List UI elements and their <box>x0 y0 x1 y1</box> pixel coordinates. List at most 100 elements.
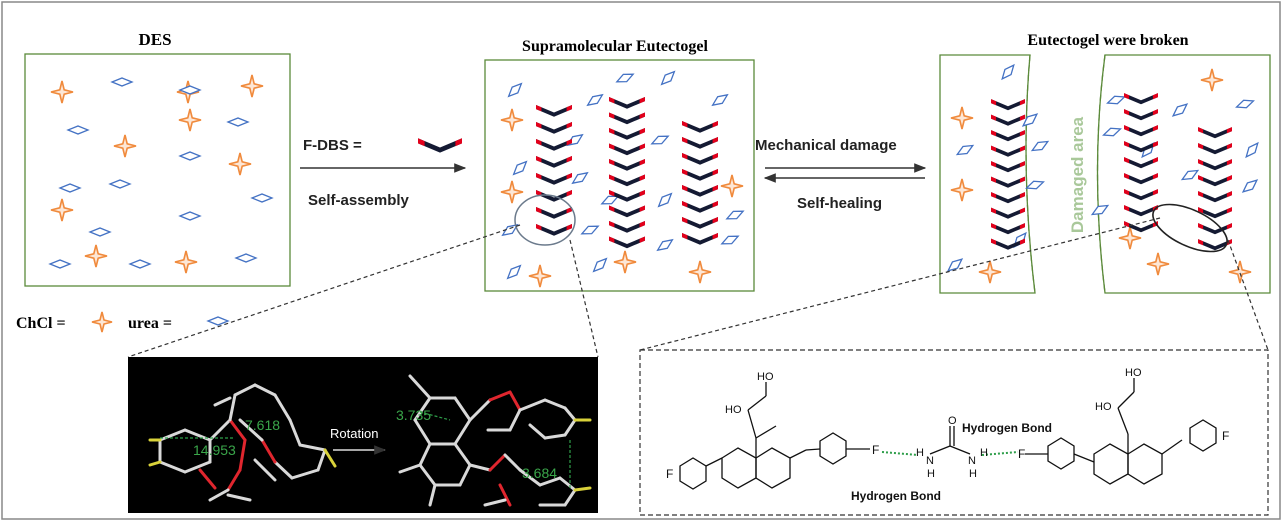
fdbs-chevron-tip <box>609 189 615 197</box>
bond <box>705 457 723 467</box>
fdbs-chevron-icon <box>682 184 718 197</box>
molecule-bond <box>198 468 217 490</box>
blue-diamond-icon <box>1235 99 1255 109</box>
fdbs-chevron-tip <box>639 96 645 104</box>
fdbs-chevron-tip <box>1226 127 1232 134</box>
molecule-bond <box>228 418 247 442</box>
orange-star-icon <box>113 134 137 158</box>
orange-star-icon <box>500 108 524 132</box>
fdbs-chevron-tip <box>712 216 718 224</box>
fdbs-chevron-tip <box>639 189 645 197</box>
fdbs-chevron-tip <box>1019 130 1025 137</box>
molecule-model-left <box>148 383 337 502</box>
fdbs-chevron-tip <box>1124 157 1130 164</box>
blue-diamond-icon <box>1102 127 1122 137</box>
molecule-bond <box>468 398 492 422</box>
fdbs-chevron-tip <box>1226 223 1232 230</box>
fdbs-chevron-tip <box>991 114 997 121</box>
urea-oxygen-label: O <box>948 415 957 427</box>
fdbs-chevron-tip <box>1198 159 1204 166</box>
fdbs-chevron-tip <box>536 172 542 180</box>
blue-diamond-icon <box>234 253 258 263</box>
fdbs-chevron-icon <box>609 236 645 249</box>
broken-title: Eutectogel were broken <box>1027 32 1188 49</box>
fdbs-chevron-icon <box>991 238 1025 250</box>
molecule-bond <box>323 448 337 468</box>
fdbs-chevron-icon <box>1198 191 1232 203</box>
fdbs-chevron-icon <box>682 200 718 213</box>
blue-diamond-icon <box>506 264 522 280</box>
mechanical-damage-label: Mechanical damage <box>755 137 897 154</box>
molecule-bond <box>148 460 162 467</box>
fdbs-chevron-tip <box>1019 161 1025 168</box>
fluorine-label-2: F <box>872 443 879 457</box>
blue-diamond-icon <box>1021 113 1039 127</box>
fdbs-chevron-icon <box>1198 159 1232 171</box>
fdbs-chevron-tip <box>712 168 718 176</box>
fdbs-chevron-tip <box>712 184 718 192</box>
broken-panel-left <box>939 54 1036 294</box>
molecule-bond <box>226 493 252 502</box>
molecule-bond <box>290 468 320 480</box>
blue-diamond-icon <box>1001 63 1015 81</box>
dioxane-ring-right-2 <box>1127 443 1163 485</box>
molecule-bond <box>543 398 567 410</box>
orange-star-icon <box>91 311 113 333</box>
hydrogen-bond-label-top: Hydrogen Bond <box>962 421 1052 435</box>
fdbs-chevron-tip <box>1124 109 1130 116</box>
fdbs-chevron-icon <box>418 138 462 153</box>
blue-diamond-icon <box>512 160 528 176</box>
molecule-bond <box>483 498 507 507</box>
fdbs-chevron-icon <box>536 104 572 117</box>
callout-line-2 <box>569 239 599 358</box>
blue-diamond-icon <box>110 77 134 87</box>
fdbs-chevron-tip <box>566 138 572 146</box>
blue-diamond-icon <box>108 179 132 189</box>
fdbs-chevron-tip <box>639 220 645 228</box>
callout-line-4 <box>1227 239 1269 351</box>
molecule-bond <box>208 418 232 442</box>
fdbs-chevron-icon <box>609 174 645 187</box>
molecule-bond <box>453 418 472 446</box>
fdbs-chevron-tip <box>566 121 572 129</box>
fdbs-chevron-icon <box>991 176 1025 188</box>
fdbs-chevron-tip <box>1226 207 1232 214</box>
fdbs-chevron-tip <box>566 155 572 163</box>
des-title: DES <box>138 30 171 49</box>
blue-diamond-icon <box>720 235 740 245</box>
molecule-bond <box>226 468 242 492</box>
molecular-model-panel <box>128 357 598 513</box>
fdbs-chevron-tip <box>609 127 615 135</box>
fdbs-chevron-icon <box>609 205 645 218</box>
molecule-bond <box>563 488 577 507</box>
fdbs-chevron-icon <box>991 130 1025 142</box>
fdbs-chevron-icon <box>991 114 1025 126</box>
fdbs-chevron-tip <box>609 174 615 181</box>
fdbs-chevron-icon <box>1124 221 1158 233</box>
fdbs-stacks <box>536 93 1232 251</box>
blue-diamond-icon <box>178 85 202 95</box>
fdbs-chevron-tip <box>639 236 645 243</box>
fdbs-chevron-icon <box>1124 205 1158 217</box>
blue-diamond-icon <box>1180 169 1200 181</box>
fdbs-chevron-tip <box>712 120 718 128</box>
fdbs-chevron-icon <box>609 220 645 233</box>
fdbs-chevron-tip <box>536 104 542 112</box>
fdbs-chevron-tip <box>609 143 615 150</box>
fluorine-label-4: F <box>1222 429 1229 443</box>
orange-star-icon <box>1228 260 1252 284</box>
phenyl-ring-right-2 <box>1189 419 1217 452</box>
molecule-bond <box>418 463 437 487</box>
orange-star-icon <box>50 198 74 222</box>
gel-particles <box>500 70 745 288</box>
fdbs-chevron-tip <box>455 138 462 147</box>
fdbs-chevron-tip <box>1019 238 1025 245</box>
orange-star-icon <box>1146 252 1170 276</box>
molecule-bond <box>518 468 542 487</box>
orange-star-icon <box>1200 68 1224 92</box>
fdbs-chevron-tip <box>1124 141 1130 148</box>
fdbs-chevron-tip <box>712 200 718 208</box>
molecule-bond <box>253 458 277 482</box>
bond <box>805 448 821 451</box>
